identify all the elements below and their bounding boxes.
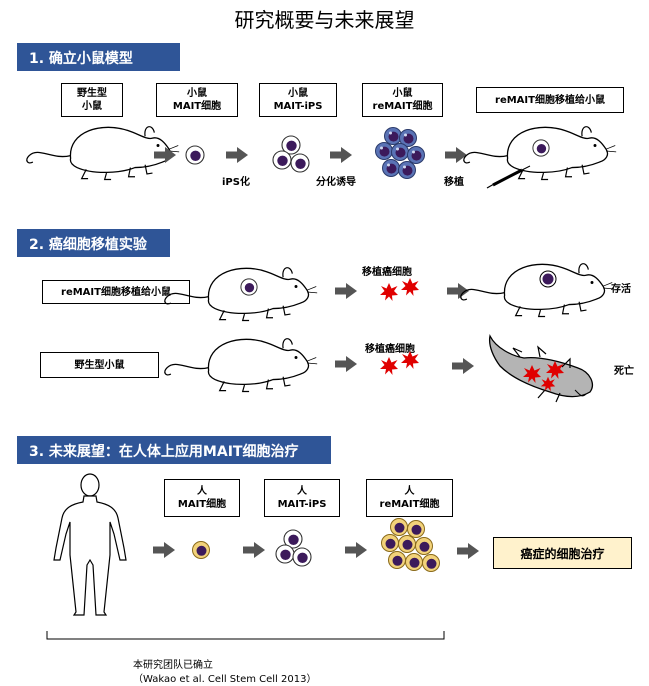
- mouse-remait: [164, 267, 318, 322]
- bracket: [46, 631, 445, 640]
- box-wild-type-mouse-2: 野生型小鼠: [40, 352, 159, 378]
- box-line: MAIT-iPS: [277, 499, 327, 510]
- box-line: 人: [297, 486, 307, 497]
- footer-citation: （Wakao et al. Cell Stem Cell 2013）: [133, 674, 317, 685]
- box-human-mait-ips: 人 MAIT-iPS: [264, 479, 340, 517]
- arrow-12: [457, 543, 479, 559]
- box-wild-type-mouse: 野生型 小鼠: [61, 83, 123, 117]
- human-ips-cluster: [275, 529, 312, 567]
- box-human-mait-cell: 人 MAIT细胞: [164, 479, 240, 517]
- box-line: 小鼠: [82, 101, 102, 112]
- cancer-cells-2: [380, 351, 419, 375]
- outcome-survive: 存活: [611, 284, 631, 295]
- arrow-7: [335, 356, 357, 372]
- mouse-wild-type-2: [164, 338, 318, 393]
- box-remait-transplant: reMAIT细胞移植给小鼠: [476, 87, 624, 113]
- human-remait-cluster: [381, 518, 440, 572]
- box-line: MAIT细胞: [172, 101, 222, 112]
- mouse-dead: [488, 334, 593, 403]
- arrow-10: [243, 542, 265, 558]
- box-line: reMAIT细胞移植给小鼠: [61, 286, 171, 298]
- box-line: reMAIT细胞移植给小鼠: [495, 94, 605, 106]
- step-cancer-transplant-2: 移植癌细胞: [365, 344, 415, 355]
- remait-cell-cluster: [375, 127, 425, 179]
- box-line: 野生型小鼠: [74, 359, 125, 371]
- arrow-11: [345, 542, 367, 558]
- ips-cell-cluster: [272, 135, 310, 173]
- mouse-transplanted: [463, 126, 617, 181]
- box-line: reMAIT细胞: [379, 499, 440, 510]
- arrow-8: [452, 358, 474, 374]
- step-cancer-transplant-1: 移植癌细胞: [362, 267, 412, 278]
- page-title: 研究概要与未来展望: [234, 8, 415, 32]
- box-mouse-mait-cell: 小鼠 MAIT细胞: [156, 83, 238, 117]
- arrow-9: [153, 542, 175, 558]
- box-line: MAIT细胞: [177, 499, 227, 510]
- outcome-death: 死亡: [614, 366, 634, 377]
- footer-established: 本研究团队已确立: [133, 660, 213, 671]
- section-3-header: 3. 未来展望：在人体上应用MAIT细胞治疗: [17, 436, 331, 464]
- step-differentiation: 分化诱导: [316, 177, 356, 188]
- box-line: 人: [404, 486, 415, 497]
- mouse-survived: [460, 263, 614, 318]
- mait-cell: [185, 145, 205, 165]
- arrow-2: [226, 147, 248, 163]
- human-mait-cell: [192, 541, 210, 559]
- step-transplant: 移植: [444, 177, 464, 188]
- box-human-remait-cell: 人 reMAIT细胞: [366, 479, 453, 517]
- box-line: 人: [197, 486, 207, 497]
- arrow-3: [330, 147, 352, 163]
- box-line: reMAIT细胞: [372, 101, 433, 112]
- cancer-cells-1: [380, 278, 419, 301]
- box-line: MAIT-iPS: [273, 101, 323, 112]
- box-mouse-remait-cell: 小鼠 reMAIT细胞: [362, 83, 443, 117]
- result-cancer-cell-therapy: 癌症的细胞治疗: [493, 537, 632, 569]
- arrow-5: [335, 283, 357, 299]
- box-line: 小鼠: [187, 88, 207, 99]
- step-ips: iPS化: [222, 177, 250, 188]
- section-2-header: 2. 癌细胞移植实验: [17, 229, 170, 257]
- box-line: 小鼠: [288, 88, 308, 99]
- box-mouse-mait-ips: 小鼠 MAIT-iPS: [259, 83, 337, 117]
- human-figure-icon: [53, 473, 127, 616]
- box-line: 野生型: [77, 88, 107, 99]
- syringe-icon: [486, 165, 531, 189]
- box-line: 小鼠: [392, 88, 413, 99]
- section-1-header: 1. 确立小鼠模型: [17, 43, 180, 71]
